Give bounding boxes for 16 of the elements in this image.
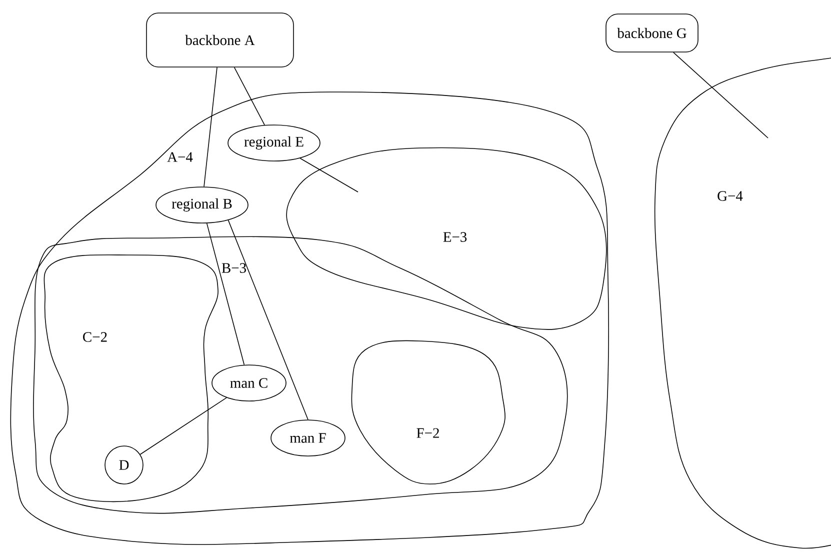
region-outline: G−4	[654, 54, 831, 549]
connector-line	[228, 220, 308, 420]
node-box: backbone A	[146, 12, 294, 68]
node-oval: regional B	[156, 186, 248, 224]
connector-line	[206, 222, 245, 366]
connector-line	[673, 52, 768, 138]
region-outline: E−3	[286, 147, 607, 330]
node-box: backbone G	[606, 14, 698, 52]
node-oval: regional E	[228, 124, 320, 162]
connector-line	[140, 397, 227, 455]
connector-line	[234, 67, 265, 126]
region-outline: F−2	[351, 340, 506, 484]
connector-line	[300, 158, 358, 192]
connector-line	[204, 67, 218, 188]
node-oval: man F	[270, 420, 346, 456]
node-oval: man C	[212, 364, 286, 402]
